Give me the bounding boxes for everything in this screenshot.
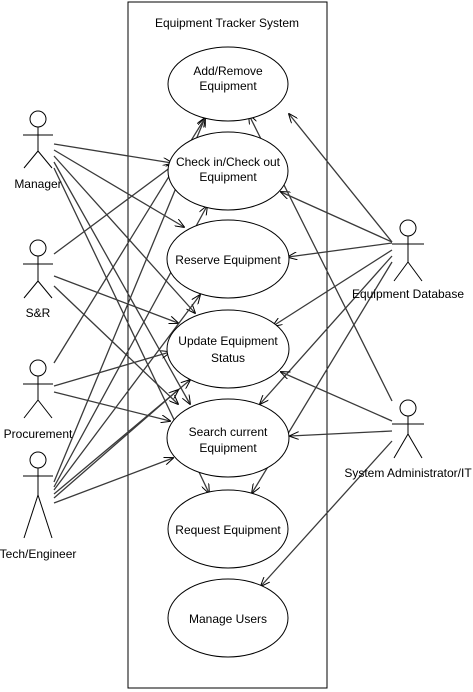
use-case-label: Add/Remove: [193, 64, 263, 78]
use-case-label: Reserve Equipment: [175, 253, 281, 267]
use-case-label: Update Equipment: [178, 334, 278, 348]
use-case-label: Equipment: [199, 79, 257, 93]
use-case-check-in-out-equipment: Check in/Check out Equipment: [167, 131, 289, 211]
use-case-label: Request Equipment: [175, 523, 281, 537]
use-case-label: Status: [211, 351, 245, 365]
actor-system-administrator: [392, 399, 424, 459]
use-case-reserve-equipment: Reserve Equipment: [166, 219, 290, 299]
use-case-label: Check in/Check out: [176, 155, 281, 169]
actor-label-equipment-database: Equipment Database: [352, 287, 464, 301]
use-case-label: Equipment: [199, 441, 257, 455]
use-case-label: Manage Users: [189, 612, 267, 626]
actor-label-manager: Manager: [14, 177, 61, 191]
actor-manager: [23, 110, 53, 169]
actor-procurement: [23, 359, 53, 419]
use-case-search-current-equipment: Search current Equipment: [166, 398, 290, 478]
use-case-label: Equipment: [199, 170, 257, 184]
actor-label-procurement: Procurement: [4, 427, 73, 441]
use-case-label: Search current: [189, 425, 268, 439]
system-title: Equipment Tracker System: [155, 16, 299, 30]
use-case-manage-users: Manage Users: [167, 578, 289, 658]
system-boundary: [127, 1, 328, 689]
use-case-add-remove-equipment: Add/Remove Equipment: [167, 46, 289, 122]
actor-label-tech-engineer: Tech/Engineer: [0, 547, 76, 561]
actor-equipment-database: [392, 219, 424, 282]
use-case-update-equipment-status: Update Equipment Status: [166, 309, 290, 389]
actor-tech-engineer: [23, 451, 53, 539]
use-case-request-equipment: Request Equipment: [167, 489, 289, 569]
actor-sr: [23, 239, 53, 299]
actor-label-system-administrator: System Administrator/IT: [344, 466, 472, 480]
actor-label-sr: S&R: [26, 306, 51, 320]
